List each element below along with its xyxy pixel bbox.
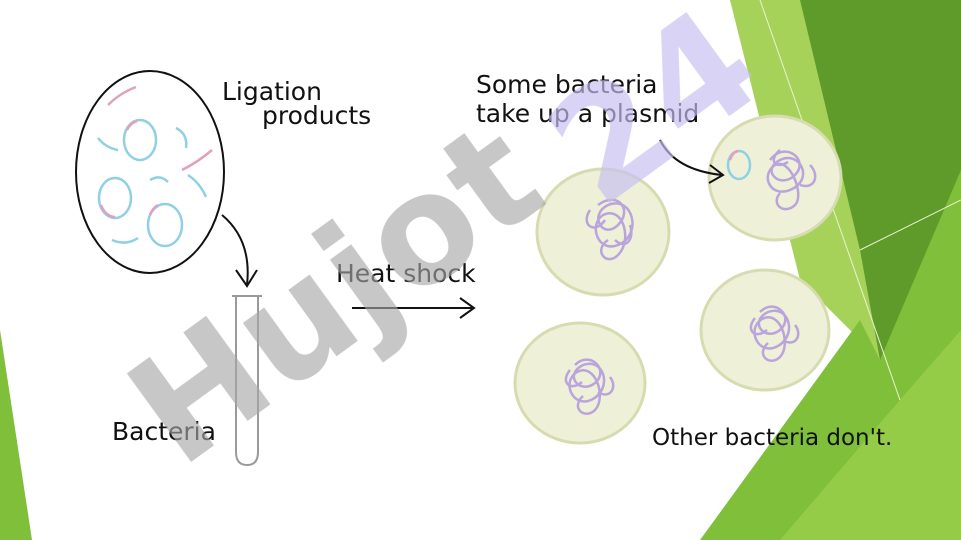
bacterium-without-plasmid bbox=[513, 321, 647, 445]
ligation-products-label-line1: Ligation bbox=[222, 77, 322, 106]
other-bacteria-label: Other bacteria don't. bbox=[652, 425, 892, 451]
panel-edge-line-2 bbox=[859, 199, 961, 251]
some-bacteria-label-line2: take up a plasmid bbox=[476, 99, 699, 128]
chromosomal-dna bbox=[564, 358, 615, 415]
bacterium-without-plasmid bbox=[699, 268, 831, 392]
bacterium-with-plasmid bbox=[535, 167, 671, 297]
dna-fragment bbox=[107, 85, 137, 106]
bacteria-label: Bacteria bbox=[112, 417, 216, 446]
green-panel-left bbox=[0, 330, 32, 540]
green-panel-bright bbox=[780, 330, 961, 540]
heat-shock-arrow bbox=[352, 297, 476, 319]
plasmid-ring bbox=[122, 118, 158, 162]
dna-fragment bbox=[175, 126, 188, 149]
ligation-products-circle bbox=[75, 70, 225, 274]
plasmid bbox=[726, 149, 752, 181]
heat-shock-label: Heat shock bbox=[336, 259, 476, 288]
ligation-products-label-line2: products bbox=[262, 101, 371, 130]
dna-fragment bbox=[187, 173, 208, 198]
plasmid-ring bbox=[146, 202, 184, 248]
some-bacteria-label-line1: Some bacteria bbox=[476, 70, 658, 99]
bacterium-with-plasmid bbox=[707, 114, 843, 242]
curved-arrow-down bbox=[221, 214, 258, 288]
chromosomal-dna bbox=[585, 198, 634, 261]
dna-fragment bbox=[181, 149, 213, 172]
plasmid-ring bbox=[97, 176, 133, 220]
dna-fragment bbox=[97, 137, 119, 152]
chromosomal-dna bbox=[766, 149, 817, 211]
dna-fragment bbox=[149, 176, 169, 183]
dna-fragment bbox=[111, 236, 139, 244]
chromosomal-dna bbox=[749, 305, 800, 362]
test-tube bbox=[232, 295, 262, 467]
plasmid-pointer-arrow bbox=[659, 139, 725, 184]
